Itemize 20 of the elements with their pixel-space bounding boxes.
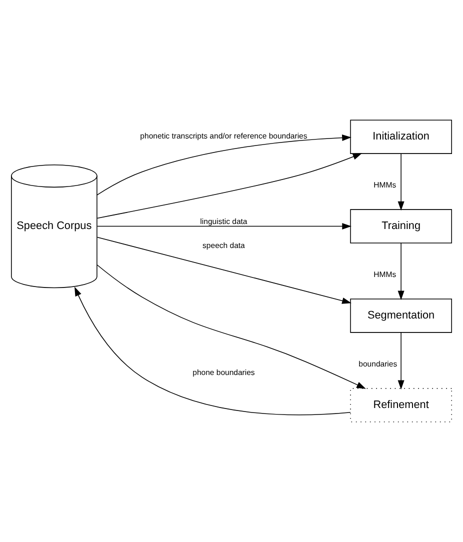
arrow bbox=[96, 153, 362, 219]
edge-label: phonetic transcripts and/or reference boundaries bbox=[140, 131, 308, 140]
node-box: Segmentation bbox=[350, 298, 452, 333]
arrow bbox=[96, 134, 352, 196]
arrow bbox=[96, 264, 366, 389]
arrow bbox=[96, 223, 352, 230]
edge-label: HMMs bbox=[374, 180, 396, 190]
edge-label: phone boundaries bbox=[192, 368, 255, 377]
arrow bbox=[398, 153, 404, 211]
arrow bbox=[74, 286, 351, 416]
node-box: Initialization bbox=[350, 120, 452, 154]
arrow bbox=[398, 332, 404, 390]
edge-label: speech data bbox=[202, 241, 245, 250]
edge-label: linguistic data bbox=[200, 216, 248, 226]
arrow bbox=[398, 242, 404, 300]
edge-label: HMMs bbox=[374, 270, 396, 280]
arrow bbox=[96, 236, 352, 304]
node-box: Training bbox=[350, 209, 452, 244]
edge-label: boundaries bbox=[358, 359, 398, 368]
node-box: Refinement bbox=[350, 388, 452, 422]
